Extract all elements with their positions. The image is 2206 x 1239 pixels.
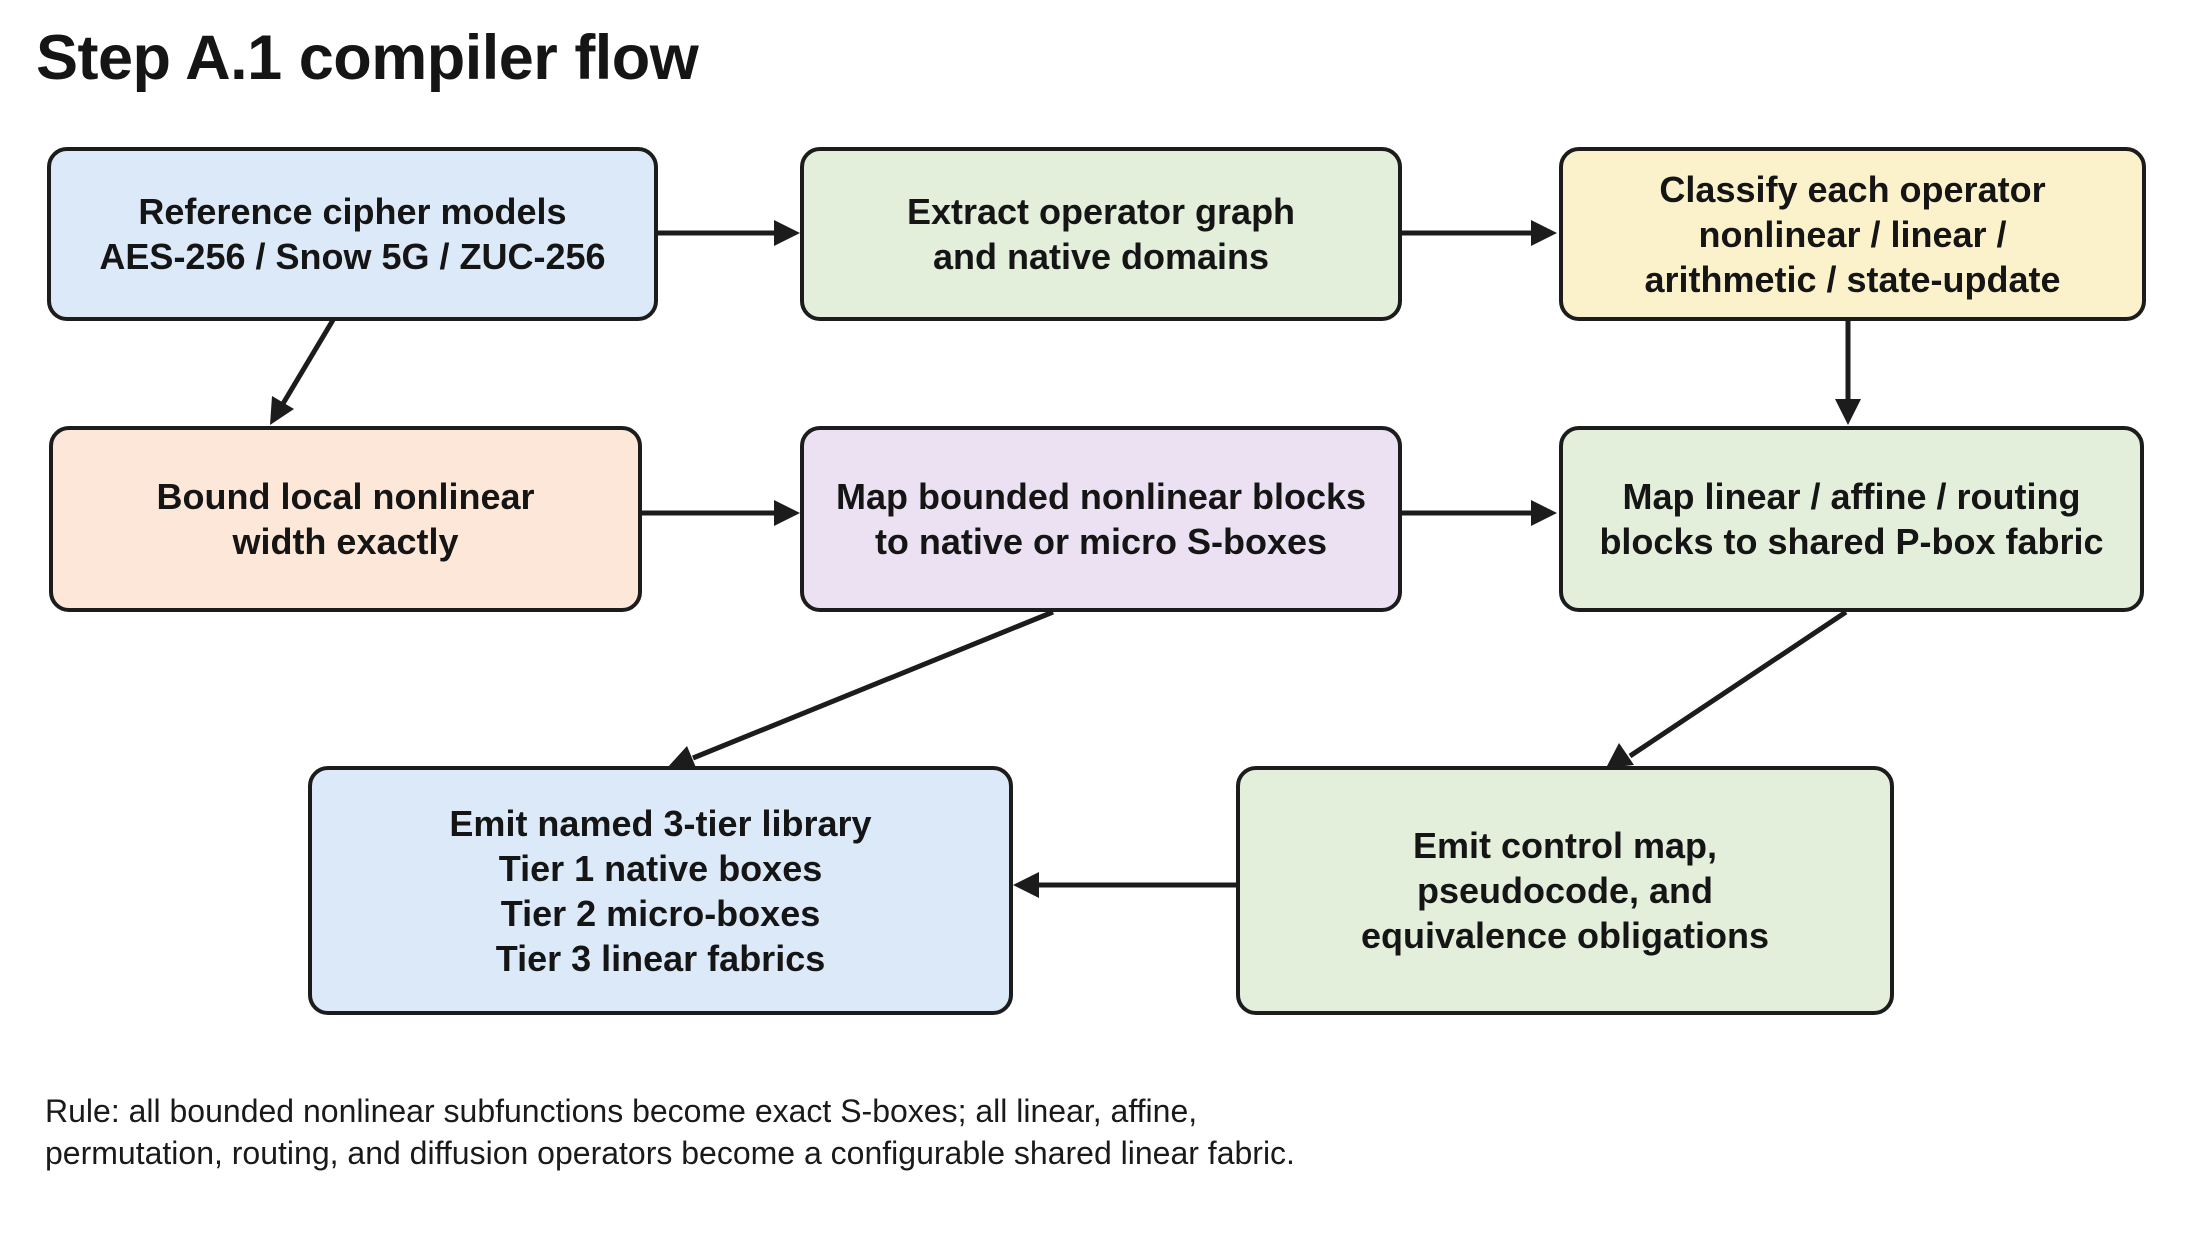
diagram-title: Step A.1 compiler flow [36, 23, 699, 93]
node-text-line: pseudocode, and [1416, 870, 1714, 911]
arrowhead-bound-to-map-nonlinear [774, 500, 800, 526]
node-text-line: and native domains [932, 236, 1270, 277]
node-text-line: Map bounded nonlinear blocks [835, 476, 1367, 517]
node-map-nonlinear-blocks: Map bounded nonlinear blocks to native o… [800, 426, 1402, 612]
node-emit-tier-library: Emit named 3-tier library Tier 1 native … [308, 766, 1013, 1015]
node-text-line: Extract operator graph [906, 191, 1296, 232]
arrowhead-extract-to-classify [1531, 220, 1557, 246]
node-text-line: Tier 3 linear fabrics [495, 937, 826, 979]
node-text-line: Classify each operator [1659, 168, 2046, 210]
node-extract-operator-graph: Extract operator graph and native domain… [800, 147, 1402, 321]
node-text-line: to native or micro S-boxes [874, 521, 1328, 562]
arrowhead-reference-to-bound [270, 396, 294, 425]
node-text-line: nonlinear / linear / [1698, 213, 2007, 255]
node-text-line: Emit named 3-tier library [449, 802, 872, 844]
node-text-line: Reference cipher models [138, 191, 567, 232]
rule-footnote: Rule: all bounded nonlinear subfunctions… [45, 1090, 1295, 1174]
node-text-line: Emit control map, [1412, 825, 1718, 866]
arrowhead-map-linear-to-emit-control [1606, 743, 1634, 768]
footnote-line: permutation, routing, and diffusion oper… [45, 1135, 1295, 1171]
arrow-reference-to-bound [278, 318, 336, 409]
node-text-line: Bound local nonlinear [156, 476, 535, 517]
node-text-line: AES-256 / Snow 5G / ZUC-256 [99, 236, 606, 277]
node-bound-nonlinear-width: Bound local nonlinear width exactly [49, 426, 642, 612]
arrow-map-linear-to-emit-control [1628, 609, 1848, 759]
footnote-line: Rule: all bounded nonlinear subfunctions… [45, 1093, 1198, 1129]
arrow-map-nonlinear-to-emit-library [692, 609, 1054, 761]
node-text-line: Map linear / affine / routing [1622, 476, 2081, 517]
node-text-line: Tier 2 micro-boxes [500, 892, 821, 934]
arrowhead-reference-to-extract [774, 220, 800, 246]
arrowhead-emit-control-to-emit-library [1013, 872, 1039, 898]
node-reference-cipher-models: Reference cipher models AES-256 / Snow 5… [47, 147, 658, 321]
node-text-line: arithmetic / state-update [1644, 258, 2061, 300]
node-text-line: equivalence obligations [1360, 915, 1770, 956]
node-text-line: width exactly [232, 521, 459, 562]
node-emit-control-map: Emit control map, pseudocode, and equiva… [1236, 766, 1894, 1015]
arrowhead-map-nonlinear-to-emit-library [667, 746, 697, 770]
node-text-line: blocks to shared P-box fabric [1599, 521, 2104, 562]
arrowhead-classify-to-map-linear [1835, 399, 1861, 425]
node-map-linear-blocks: Map linear / affine / routing blocks to … [1559, 426, 2144, 612]
arrowhead-map-nonlinear-to-map-linear [1531, 500, 1557, 526]
node-classify-operator: Classify each operator nonlinear / linea… [1559, 147, 2146, 321]
node-text-line: Tier 1 native boxes [498, 847, 823, 889]
